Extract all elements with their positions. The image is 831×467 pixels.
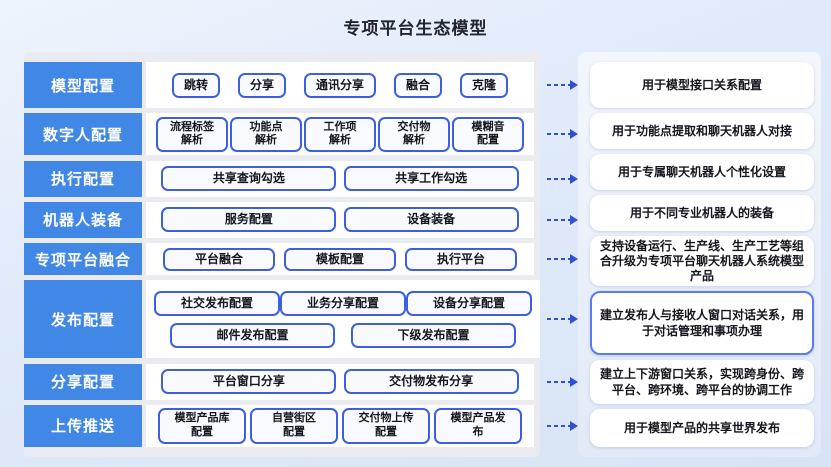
description-box-robot-equipment: 用于不同专业机器人的装备 bbox=[590, 195, 814, 231]
description-box-share-config: 建立上下游窗口关系，实现跨身份、跨平台、跨环境、跨平台的协调工作 bbox=[590, 360, 814, 404]
feature-button-publish-config-0-0[interactable]: 社交发布配置 bbox=[154, 290, 280, 316]
arrow-cell-publish-config bbox=[540, 280, 578, 358]
feature-button-digital-human-config-0-0[interactable]: 流程标签 解析 bbox=[156, 116, 228, 153]
category-row-execution-config: 执行配置共享查询勾选共享工作勾选 bbox=[24, 160, 534, 197]
feature-button-execution-config-0-0[interactable]: 共享查询勾选 bbox=[161, 166, 337, 192]
category-row-publish-config: 发布配置社交发布配置业务分享配置设备分享配置邮件发布配置下级发布配置 bbox=[24, 280, 540, 359]
feature-button-platform-fusion-0-2[interactable]: 执行平台 bbox=[405, 247, 517, 271]
description-box-execution-config: 用于专属聊天机器人个性化设置 bbox=[590, 154, 814, 190]
feature-button-upload-push-0-0[interactable]: 模型产品库 配置 bbox=[158, 408, 246, 444]
arrow-cell-robot-equipment bbox=[540, 202, 578, 238]
category-label-robot-equipment: 机器人装备 bbox=[24, 201, 142, 238]
feature-button-digital-human-config-0-2[interactable]: 工作项 解析 bbox=[304, 116, 376, 153]
category-label-share-config: 分享配置 bbox=[24, 363, 142, 400]
category-label-upload-push: 上传推送 bbox=[24, 404, 142, 447]
feature-button-digital-human-config-0-4[interactable]: 模糊音 配置 bbox=[452, 116, 524, 153]
dashed-arrow-icon bbox=[547, 254, 578, 265]
page-title: 专项平台生态模型 bbox=[343, 19, 488, 38]
dashed-arrow-icon bbox=[547, 420, 578, 431]
feature-button-share-config-0-0[interactable]: 平台窗口分享 bbox=[161, 369, 337, 395]
feature-button-execution-config-0-1[interactable]: 共享工作勾选 bbox=[343, 166, 519, 192]
feature-button-model-config-0-2[interactable]: 通讯分享 bbox=[303, 72, 376, 98]
category-label-model-config: 模型配置 bbox=[24, 62, 142, 108]
description-box-digital-human-config: 用于功能点提取和聊天机器人对接 bbox=[590, 113, 814, 149]
feature-button-publish-config-0-1[interactable]: 业务分享配置 bbox=[280, 290, 406, 316]
feature-button-upload-push-0-1[interactable]: 自营街区 配置 bbox=[250, 408, 338, 444]
dashed-arrow-icon bbox=[547, 376, 578, 387]
feature-buttons-share-config: 平台窗口分享交付物发布分享 bbox=[146, 363, 534, 400]
button-line: 邮件发布配置下级发布配置 bbox=[154, 323, 532, 349]
button-line: 社交发布配置业务分享配置设备分享配置 bbox=[154, 290, 532, 316]
feature-button-model-config-0-1[interactable]: 分享 bbox=[237, 72, 286, 98]
category-row-platform-fusion: 专项平台融合平台融合模板配置执行平台 bbox=[24, 243, 534, 276]
description-box-model-config: 用于模型接口关系配置 bbox=[590, 62, 814, 108]
feature-buttons-execution-config: 共享查询勾选共享工作勾选 bbox=[146, 160, 534, 197]
dashed-arrow-icon bbox=[547, 314, 578, 325]
arrow-cell-share-config bbox=[540, 364, 578, 400]
category-label-platform-fusion: 专项平台融合 bbox=[24, 243, 142, 276]
description-box-platform-fusion: 支持设备运行、生产线、生产工艺等组合升级为专项平台聊天机器人系统模型产品 bbox=[590, 236, 814, 286]
feature-button-digital-human-config-0-1[interactable]: 功能点 解析 bbox=[230, 116, 302, 153]
descriptions-panel: 用于模型接口关系配置用于功能点提取和聊天机器人对接用于专属聊天机器人个性化设置用… bbox=[578, 52, 821, 457]
feature-buttons-robot-equipment: 服务配置设备装备 bbox=[146, 201, 534, 238]
category-row-robot-equipment: 机器人装备服务配置设备装备 bbox=[24, 201, 534, 238]
category-label-digital-human-config: 数字人配置 bbox=[24, 113, 142, 156]
dashed-arrow-icon bbox=[547, 129, 578, 140]
arrow-cell-model-config bbox=[540, 62, 578, 108]
category-row-model-config: 模型配置跳转分享通讯分享融合克隆 bbox=[24, 62, 534, 108]
category-label-publish-config: 发布配置 bbox=[24, 280, 142, 359]
feature-buttons-platform-fusion: 平台融合模板配置执行平台 bbox=[146, 243, 534, 276]
dashed-arrow-icon bbox=[547, 173, 578, 184]
feature-button-platform-fusion-0-1[interactable]: 模板配置 bbox=[284, 247, 396, 271]
categories-panel: 模型配置跳转分享通讯分享融合克隆数字人配置流程标签 解析功能点 解析工作项 解析… bbox=[24, 52, 540, 457]
feature-button-model-config-0-0[interactable]: 跳转 bbox=[171, 72, 220, 98]
feature-buttons-publish-config: 社交发布配置业务分享配置设备分享配置邮件发布配置下级发布配置 bbox=[146, 280, 540, 359]
feature-button-digital-human-config-0-3[interactable]: 交付物 解析 bbox=[378, 116, 450, 153]
feature-button-publish-config-0-2[interactable]: 设备分享配置 bbox=[406, 290, 532, 316]
arrow-cell-platform-fusion bbox=[540, 243, 578, 275]
feature-button-publish-config-1-0[interactable]: 邮件发布配置 bbox=[170, 323, 335, 349]
arrow-cell-upload-push bbox=[540, 405, 578, 447]
feature-button-robot-equipment-0-0[interactable]: 服务配置 bbox=[161, 207, 337, 233]
feature-buttons-upload-push: 模型产品库 配置自营街区 配置交付物上传 配置模型产品发 布 bbox=[146, 404, 534, 447]
feature-button-upload-push-0-2[interactable]: 交付物上传 配置 bbox=[342, 408, 430, 444]
category-row-share-config: 分享配置平台窗口分享交付物发布分享 bbox=[24, 363, 534, 400]
feature-buttons-digital-human-config: 流程标签 解析功能点 解析工作项 解析交付物 解析模糊音 配置 bbox=[146, 113, 534, 156]
arrows-column bbox=[540, 52, 578, 457]
category-row-upload-push: 上传推送模型产品库 配置自营街区 配置交付物上传 配置模型产品发 布 bbox=[24, 404, 534, 447]
feature-button-model-config-0-3[interactable]: 融合 bbox=[393, 72, 442, 98]
arrow-cell-execution-config bbox=[540, 161, 578, 197]
category-row-digital-human-config: 数字人配置流程标签 解析功能点 解析工作项 解析交付物 解析模糊音 配置 bbox=[24, 113, 534, 156]
feature-buttons-model-config: 跳转分享通讯分享融合克隆 bbox=[146, 62, 534, 108]
arrow-cell-digital-human-config bbox=[540, 113, 578, 155]
feature-button-upload-push-0-3[interactable]: 模型产品发 布 bbox=[434, 408, 522, 444]
dashed-arrow-icon bbox=[547, 80, 578, 90]
category-label-execution-config: 执行配置 bbox=[24, 160, 142, 197]
feature-button-robot-equipment-0-1[interactable]: 设备装备 bbox=[343, 207, 519, 233]
feature-button-publish-config-1-1[interactable]: 下级发布配置 bbox=[351, 323, 516, 349]
feature-button-platform-fusion-0-0[interactable]: 平台融合 bbox=[163, 247, 275, 271]
feature-button-share-config-0-1[interactable]: 交付物发布分享 bbox=[343, 369, 519, 395]
description-box-publish-config: 建立发布人与接收人窗口对话关系，用于对话管理和事项办理 bbox=[590, 291, 814, 355]
feature-button-model-config-0-4[interactable]: 克隆 bbox=[459, 72, 508, 98]
dashed-arrow-icon bbox=[547, 214, 578, 225]
description-box-upload-push: 用于模型产品的共享世界发布 bbox=[590, 409, 814, 447]
